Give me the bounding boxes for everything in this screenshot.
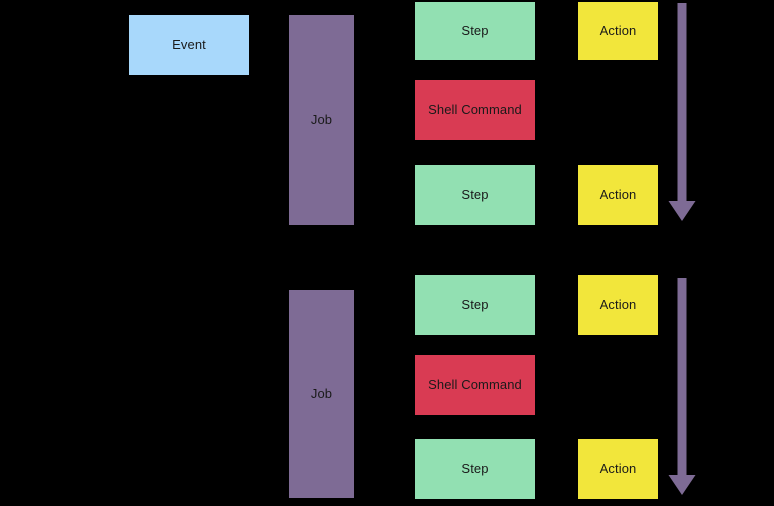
node-label: Step (461, 461, 489, 477)
node-label: Job (310, 112, 333, 128)
node-step[interactable]: Step (415, 275, 535, 335)
node-label: Shell Command (428, 377, 522, 393)
node-label: Shell Command (428, 102, 522, 118)
node-shell-command[interactable]: Shell Command (415, 80, 535, 140)
node-label: Event (172, 37, 206, 53)
node-label: Job (310, 386, 333, 402)
node-step[interactable]: Step (415, 439, 535, 499)
node-action[interactable]: Action (578, 165, 658, 225)
flow-arrow-down-icon (668, 278, 696, 495)
node-label: Action (599, 461, 637, 477)
node-shell-command[interactable]: Shell Command (415, 355, 535, 415)
node-job[interactable]: Job (289, 290, 354, 498)
node-label: Step (461, 23, 489, 39)
node-label: Action (599, 187, 637, 203)
node-step[interactable]: Step (415, 165, 535, 225)
node-action[interactable]: Action (578, 275, 658, 335)
node-action[interactable]: Action (578, 439, 658, 499)
node-label: Step (461, 297, 489, 313)
node-job[interactable]: Job (289, 15, 354, 225)
flow-arrow-down-icon (668, 3, 696, 221)
node-action[interactable]: Action (578, 2, 658, 60)
node-event[interactable]: Event (129, 15, 249, 75)
node-label: Action (599, 23, 637, 39)
node-label: Step (461, 187, 489, 203)
node-label: Action (599, 297, 637, 313)
node-step[interactable]: Step (415, 2, 535, 60)
